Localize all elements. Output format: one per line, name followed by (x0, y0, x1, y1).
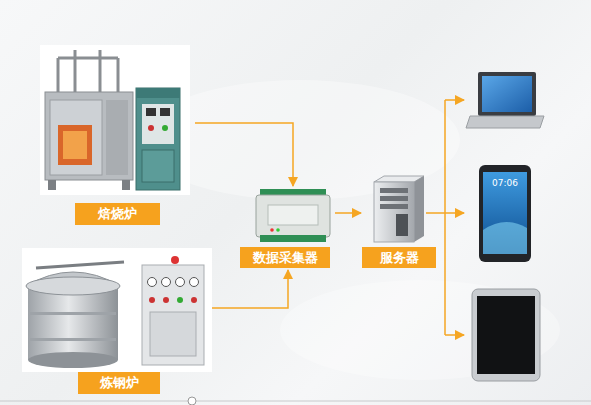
steel-furnace-illustration-part (28, 285, 118, 360)
steel-furnace-illustration-part (36, 262, 124, 268)
collector-node: 数据采集器 (240, 186, 335, 270)
laptop-illustration-part (478, 72, 536, 116)
steel-furnace-illustration-part (22, 248, 212, 372)
steel-furnace-illustration-part (30, 312, 116, 315)
steel-furnace-illustration-part (150, 312, 196, 356)
device-arrows-part (426, 212, 445, 214)
roasting-furnace-illustration-part (136, 88, 180, 98)
roasting-furnace-illustration-part (148, 125, 154, 131)
roasting-furnace-illustration (40, 45, 190, 195)
flow-arrow (195, 123, 293, 186)
roasting-furnace-illustration-part (58, 57, 118, 60)
phone-illustration (479, 165, 531, 262)
device-arrows-part (445, 212, 464, 214)
data-collector-illustration (256, 189, 330, 242)
laptop-illustration-part (482, 76, 532, 112)
roasting-furnace-illustration-part (74, 50, 77, 95)
steel-furnace-illustration-part (177, 297, 183, 303)
node-label: 服务器 (362, 247, 436, 268)
device-arrows-part (444, 100, 446, 335)
steel-furnace-illustration-part (148, 278, 157, 287)
steel-furnace-illustration-part (28, 352, 118, 368)
steel-furnace-illustration-part (162, 278, 171, 287)
phone-illustration-part (483, 222, 527, 254)
steel-furnace-illustration-part (191, 297, 197, 303)
roasting-furnace-illustration-part (45, 92, 133, 180)
device-arrows-part (445, 99, 464, 101)
flow-arrow (335, 212, 361, 214)
flow-arrow (212, 270, 288, 308)
steel-furnace-illustration-part (171, 256, 179, 264)
server-illustration-part (374, 182, 414, 242)
furnace-node: 炼钢炉 (22, 245, 212, 397)
laptop-illustration (466, 72, 544, 128)
roasting-furnace-illustration-part (160, 108, 170, 116)
roasting-furnace-illustration-part (136, 88, 180, 190)
tablet-illustration (472, 289, 540, 381)
server-illustration (374, 176, 424, 242)
steel-furnace-illustration-part (190, 278, 199, 287)
tablet-illustration-part (472, 289, 540, 381)
bottom-rule-part (0, 401, 591, 402)
phone-illustration-part (483, 172, 527, 254)
steel-furnace-illustration-part (26, 277, 120, 295)
roasting-furnace-illustration-part (50, 100, 102, 175)
server-illustration-part (414, 176, 424, 242)
roasting-furnace-illustration-part (106, 100, 128, 175)
node-label: 数据采集器 (240, 247, 330, 268)
data-collector-illustration-part (276, 228, 280, 232)
roasting-furnace-illustration-part (162, 125, 168, 131)
server-illustration-part (380, 188, 408, 193)
phone-illustration-part (479, 165, 531, 262)
steel-furnace-illustration-part (149, 297, 155, 303)
roasting-furnace-illustration-part (122, 180, 130, 190)
steel-furnace-illustration-part (163, 297, 169, 303)
roasting-furnace-illustration-part (142, 104, 174, 144)
data-collector-illustration-part (270, 228, 274, 232)
background-texture (140, 80, 560, 380)
roasting-furnace-illustration-part (117, 58, 120, 95)
server-illustration-part (380, 204, 408, 209)
device-arrows-part (445, 334, 464, 336)
steel-furnace-illustration-part (142, 265, 204, 365)
roasting-furnace-illustration-part (58, 125, 92, 165)
data-collector-illustration-part (268, 205, 318, 225)
roasting-furnace-illustration-part (142, 150, 174, 182)
background-texture-part (280, 280, 560, 380)
device-arrows (426, 100, 464, 335)
roasting-furnace-illustration-part (63, 131, 87, 159)
laptop-illustration-part (466, 116, 544, 128)
server-node: 服务器 (360, 176, 438, 270)
bottom-rule-part (188, 397, 196, 405)
screen-clock: 07:06 (483, 178, 527, 188)
data-collector-illustration-part (256, 195, 330, 237)
furnace-node: 焙烧炉 (40, 45, 195, 228)
roasting-furnace-illustration-part (48, 180, 56, 190)
roasting-furnace-illustration-part (40, 45, 190, 195)
roasting-furnace-illustration-part (57, 58, 60, 95)
roasting-furnace-illustration-part (146, 108, 156, 116)
server-illustration-part (380, 196, 408, 201)
tablet-illustration-part (477, 296, 535, 374)
bottom-rule (0, 397, 591, 405)
steel-furnace-illustration (22, 248, 212, 372)
node-label: 炼钢炉 (78, 372, 160, 394)
server-illustration-part (396, 214, 408, 236)
steel-furnace-illustration-part (176, 278, 185, 287)
data-collector-illustration-part (260, 235, 326, 242)
roasting-furnace-illustration-part (99, 50, 102, 95)
steel-furnace-illustration-part (30, 338, 116, 341)
node-label: 焙烧炉 (75, 203, 160, 225)
